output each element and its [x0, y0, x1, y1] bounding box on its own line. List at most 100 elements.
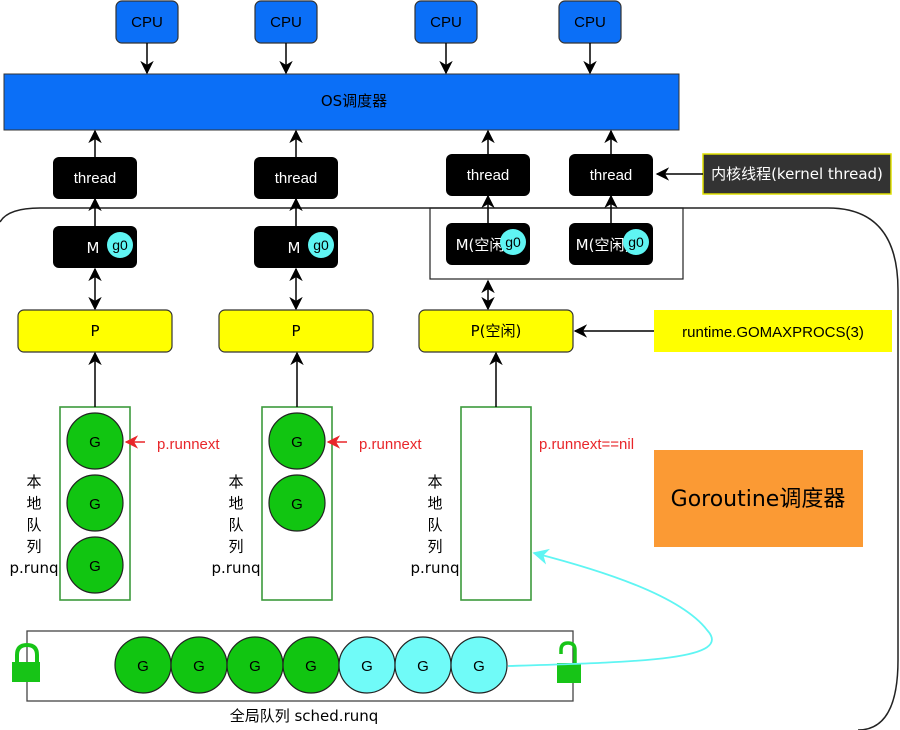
- local-queue-label: 列: [228, 538, 243, 556]
- g0-circle: [107, 232, 133, 258]
- goroutine-label: G: [193, 658, 205, 675]
- goroutine: [66, 536, 124, 594]
- g0-circle: [623, 229, 649, 255]
- goroutine-label: G: [137, 658, 149, 675]
- gomaxprocs-note-box: [654, 310, 892, 352]
- global-goroutine: G: [226, 636, 284, 694]
- local-queue-label: p.runq: [411, 559, 460, 577]
- cpu-3: CPU: [414, 0, 478, 44]
- machine-label: M: [87, 239, 100, 257]
- idle-machines-group: [429, 207, 684, 280]
- global-goroutine: G: [282, 636, 340, 694]
- thread-box: [446, 154, 530, 196]
- thread-3: thread: [446, 154, 530, 196]
- runnext-label: p.runnext==nil: [539, 436, 634, 453]
- g0-label: g0: [505, 234, 521, 250]
- g0-circle: [308, 232, 334, 258]
- goroutine-label: G: [249, 658, 261, 675]
- goroutine-scheduler-label: Goroutine调度器: [671, 487, 846, 512]
- thread-4: thread: [569, 154, 653, 196]
- kernel-thread-note-box: [702, 153, 892, 195]
- processor-1: P: [17, 309, 173, 353]
- thread-box: [53, 157, 137, 199]
- local-queue-label: 本: [26, 473, 41, 491]
- local-queue-label: 列: [427, 538, 442, 556]
- thread-1: thread: [53, 157, 137, 199]
- goroutine-scheduler-label-box: [654, 450, 863, 547]
- cpu-4: CPU: [558, 0, 622, 44]
- local-queue-label: p.runq: [212, 559, 261, 577]
- local-queue-label: 列: [26, 538, 41, 556]
- runnext-label: p.runnext: [157, 436, 220, 453]
- global-goroutine: G: [170, 636, 228, 694]
- transfer-to-local-queue-arrow: [507, 548, 713, 667]
- goroutine-label: G: [89, 434, 101, 451]
- goroutine: [66, 412, 124, 470]
- machine-label: M: [288, 239, 301, 257]
- cpu-1: CPU: [115, 0, 179, 44]
- global-goroutine: G: [114, 636, 172, 694]
- kernel-thread-note-label: 内核线程(kernel thread): [711, 165, 883, 183]
- global-goroutine: G: [394, 636, 452, 694]
- gomaxprocs-note-label: runtime.GOMAXPROCS(3): [682, 324, 864, 341]
- global-queue-label: 全局队列 sched.runq: [230, 707, 379, 725]
- goroutine-label: G: [89, 496, 101, 513]
- lock-icon: [12, 642, 40, 682]
- processor-label: P: [291, 322, 300, 340]
- g0-label: g0: [112, 237, 128, 253]
- goroutine-label: G: [291, 434, 303, 451]
- thread-2: thread: [254, 157, 338, 199]
- global-goroutine: G: [450, 636, 508, 694]
- g0-circle: [500, 229, 526, 255]
- thread-box: [254, 157, 338, 199]
- goroutine-label: G: [89, 558, 101, 575]
- local-queue-label: 队: [427, 516, 442, 534]
- machine-label: M(空闲: [456, 236, 505, 254]
- local-queue-label: 队: [26, 516, 41, 534]
- cpu-label: CPU: [131, 14, 163, 31]
- machine-label: M(空闲): [576, 236, 631, 254]
- local-queue-label: 队: [228, 516, 243, 534]
- goroutine-label: G: [291, 496, 303, 513]
- g0-label: g0: [628, 234, 644, 250]
- runnext-label: p.runnext: [359, 436, 422, 453]
- goroutine-scheduler-boundary: [0, 207, 899, 730]
- os-scheduler-label: OS调度器: [321, 92, 387, 110]
- cpu-label: CPU: [270, 14, 302, 31]
- thread-label: thread: [590, 167, 633, 184]
- local-queue-label: 地: [427, 495, 442, 513]
- local-queue-box: [460, 406, 532, 601]
- processor-label: P: [90, 322, 99, 340]
- g0-label: g0: [313, 237, 329, 253]
- processor-2: P: [218, 309, 374, 353]
- thread-box: [569, 154, 653, 196]
- goroutine: [268, 412, 326, 470]
- local-queue-label: p.runq: [10, 559, 59, 577]
- thread-label: thread: [275, 170, 318, 187]
- goroutine-label: G: [361, 658, 373, 675]
- local-queue-label: 本: [228, 473, 243, 491]
- local-queue-label: 地: [228, 495, 243, 513]
- goroutine: [450, 636, 508, 694]
- goroutine: [268, 474, 326, 532]
- cpu-2: CPU: [254, 0, 318, 44]
- cpu-label: CPU: [574, 14, 606, 31]
- unlock-icon: [557, 641, 581, 683]
- local-queue-label: 本: [427, 473, 442, 491]
- thread-label: thread: [74, 170, 117, 187]
- goroutine-label: G: [305, 658, 317, 675]
- os-scheduler-bar: [3, 73, 680, 131]
- global-goroutine: G: [338, 636, 396, 694]
- goroutine-label: G: [473, 658, 485, 675]
- machine-4: M(空闲)g0: [569, 194, 653, 265]
- thread-label: thread: [467, 167, 510, 184]
- local-queue-label: 地: [26, 495, 41, 513]
- goroutine: [66, 474, 124, 532]
